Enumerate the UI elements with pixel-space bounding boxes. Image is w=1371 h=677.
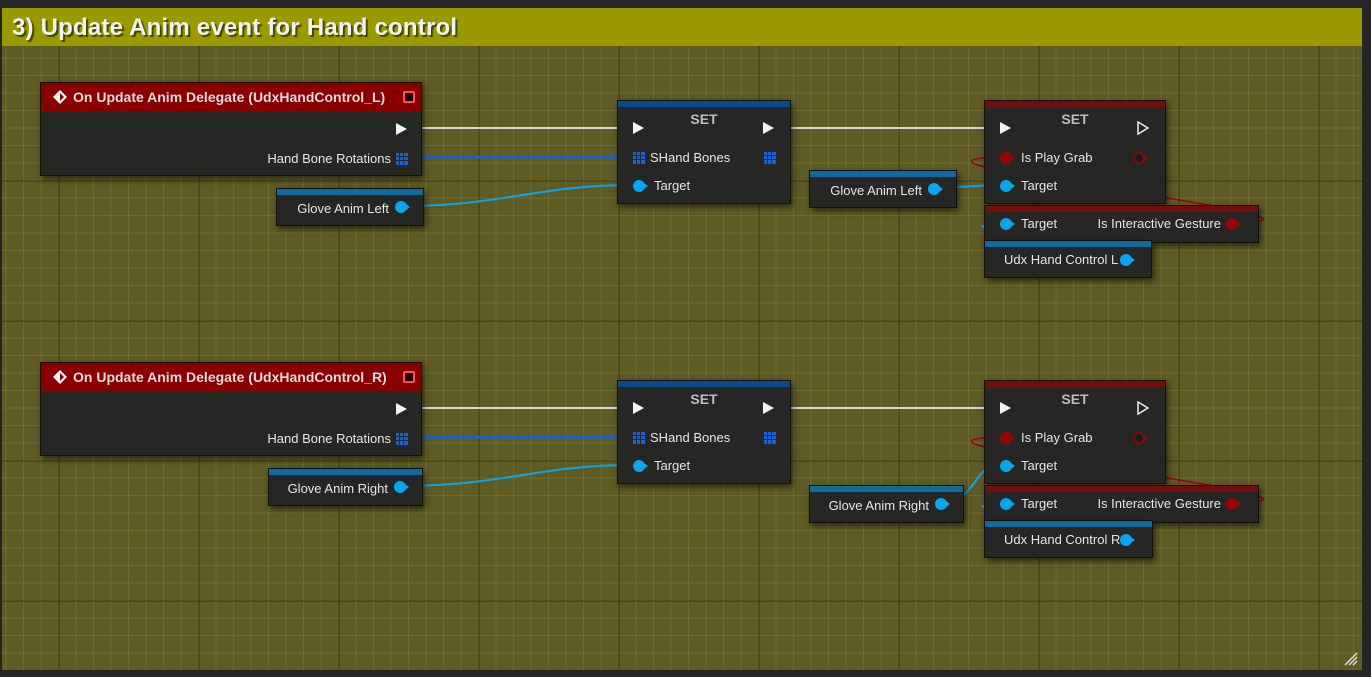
hand-bone-rotations-pin[interactable] bbox=[396, 153, 408, 165]
shand-bones-in-pin[interactable] bbox=[633, 432, 645, 444]
target-in-pin[interactable] bbox=[1000, 218, 1015, 230]
target-label: Target bbox=[654, 178, 691, 193]
glove-anim-out-pin[interactable] bbox=[928, 183, 943, 195]
variable-bar bbox=[985, 521, 1152, 527]
event-node-header[interactable]: On Update Anim Delegate (UdxHandControl_… bbox=[41, 83, 421, 111]
is-play-grab-in-pin[interactable] bbox=[1000, 152, 1015, 164]
glove-anim-label: Glove Anim Left bbox=[297, 201, 389, 216]
is-play-grab-out-pin[interactable] bbox=[1133, 152, 1148, 164]
exec-in-pin[interactable] bbox=[633, 402, 644, 414]
set-is-play-grab-node[interactable]: SET Is Play Grab Target bbox=[984, 100, 1166, 204]
set-node-bar bbox=[618, 101, 790, 107]
set-hand-bones-node[interactable]: SET SHand Bones Target bbox=[617, 100, 791, 204]
target-in-pin[interactable] bbox=[1000, 460, 1015, 472]
target-label: Target bbox=[1021, 458, 1058, 473]
target-in-pin[interactable] bbox=[633, 460, 648, 472]
shand-bones-in-pin[interactable] bbox=[633, 152, 645, 164]
exec-in-pin[interactable] bbox=[633, 122, 644, 134]
set-is-play-grab-node[interactable]: SET Is Play Grab Target bbox=[984, 380, 1166, 484]
variable-bar bbox=[277, 189, 423, 195]
udx-hand-control-var-node[interactable]: Udx Hand Control L bbox=[984, 240, 1152, 278]
is-interactive-gesture-node[interactable]: Target Is Interactive Gesture bbox=[984, 485, 1259, 523]
getter-bar bbox=[985, 486, 1258, 492]
is-interactive-gesture-label: Is Interactive Gesture bbox=[1097, 216, 1221, 231]
target-label: Target bbox=[654, 458, 691, 473]
event-node-title: On Update Anim Delegate (UdxHandControl_… bbox=[73, 89, 386, 105]
udx-hand-control-out-pin[interactable] bbox=[1120, 254, 1135, 266]
udx-hand-control-label: Udx Hand Control R bbox=[1004, 532, 1121, 547]
is-play-grab-label: Is Play Grab bbox=[1021, 150, 1093, 165]
is-interactive-gesture-node[interactable]: Target Is Interactive Gesture bbox=[984, 205, 1259, 243]
getter-bar bbox=[985, 206, 1258, 212]
set-node-bar bbox=[985, 101, 1165, 107]
hand-bone-rotations-label: Hand Bone Rotations bbox=[267, 151, 391, 166]
exec-out-pin[interactable] bbox=[396, 403, 407, 415]
is-play-grab-in-pin[interactable] bbox=[1000, 432, 1015, 444]
event-diamond-icon bbox=[53, 370, 67, 384]
glove-anim-out-pin[interactable] bbox=[395, 201, 410, 213]
exec-in-pin[interactable] bbox=[1000, 122, 1011, 134]
event-node[interactable]: On Update Anim Delegate (UdxHandControl_… bbox=[40, 362, 422, 456]
target-label: Target bbox=[1021, 496, 1058, 511]
glove-anim-label: Glove Anim Right bbox=[287, 481, 388, 496]
udx-hand-control-var-node[interactable]: Udx Hand Control R bbox=[984, 520, 1153, 558]
glove-anim-label: Glove Anim Right bbox=[828, 498, 929, 513]
event-diamond-icon bbox=[53, 90, 67, 104]
variable-bar bbox=[810, 486, 963, 492]
target-in-pin[interactable] bbox=[1000, 498, 1015, 510]
delegate-stop-icon[interactable] bbox=[403, 371, 415, 383]
exec-out-pin[interactable] bbox=[763, 122, 774, 134]
event-node-header[interactable]: On Update Anim Delegate (UdxHandControl_… bbox=[41, 363, 421, 391]
is-play-grab-out-pin[interactable] bbox=[1133, 432, 1148, 444]
event-node-title: On Update Anim Delegate (UdxHandControl_… bbox=[73, 369, 387, 385]
exec-in-pin[interactable] bbox=[1000, 402, 1011, 414]
set-node-bar bbox=[985, 381, 1165, 387]
hand-bone-rotations-label: Hand Bone Rotations bbox=[267, 431, 391, 446]
variable-bar bbox=[269, 469, 422, 475]
shand-bones-out-pin[interactable] bbox=[764, 432, 776, 444]
glove-anim-var-node-2[interactable]: Glove Anim Left bbox=[809, 170, 957, 208]
udx-hand-control-label: Udx Hand Control L bbox=[1004, 252, 1119, 267]
set-node-title: SET bbox=[1061, 391, 1089, 407]
target-label: Target bbox=[1021, 178, 1058, 193]
target-label: Target bbox=[1021, 216, 1058, 231]
variable-bar bbox=[810, 171, 956, 177]
comment-header[interactable]: 3) Update Anim event for Hand control bbox=[2, 8, 1362, 46]
glove-anim-out-pin[interactable] bbox=[394, 481, 409, 493]
glove-anim-var-node[interactable]: Glove Anim Right bbox=[268, 468, 423, 506]
glove-anim-out-pin[interactable] bbox=[935, 498, 950, 510]
set-node-title: SET bbox=[690, 391, 718, 407]
variable-bar bbox=[985, 241, 1151, 247]
shand-bones-out-pin[interactable] bbox=[764, 152, 776, 164]
shand-bones-label: SHand Bones bbox=[650, 430, 731, 445]
is-interactive-gesture-out-pin[interactable] bbox=[1226, 218, 1241, 230]
hand-bone-rotations-pin[interactable] bbox=[396, 433, 408, 445]
glove-anim-label: Glove Anim Left bbox=[830, 183, 922, 198]
target-in-pin[interactable] bbox=[633, 180, 648, 192]
is-interactive-gesture-out-pin[interactable] bbox=[1226, 498, 1241, 510]
udx-hand-control-out-pin[interactable] bbox=[1120, 534, 1135, 546]
exec-out-pin-unconnected[interactable] bbox=[1137, 121, 1149, 135]
is-interactive-gesture-label: Is Interactive Gesture bbox=[1097, 496, 1221, 511]
exec-out-pin-unconnected[interactable] bbox=[1137, 401, 1149, 415]
event-node[interactable]: On Update Anim Delegate (UdxHandControl_… bbox=[40, 82, 422, 176]
exec-out-pin[interactable] bbox=[396, 123, 407, 135]
delegate-stop-icon[interactable] bbox=[403, 91, 415, 103]
exec-out-pin[interactable] bbox=[763, 402, 774, 414]
set-hand-bones-node[interactable]: SET SHand Bones Target bbox=[617, 380, 791, 484]
set-node-title: SET bbox=[690, 111, 718, 127]
comment-title: 3) Update Anim event for Hand control bbox=[12, 14, 458, 41]
shand-bones-label: SHand Bones bbox=[650, 150, 731, 165]
glove-anim-var-node-2[interactable]: Glove Anim Right bbox=[809, 485, 964, 523]
set-node-title: SET bbox=[1061, 111, 1089, 127]
set-node-bar bbox=[618, 381, 790, 387]
resize-handle-icon[interactable] bbox=[1342, 650, 1358, 666]
glove-anim-var-node[interactable]: Glove Anim Left bbox=[276, 188, 424, 226]
target-in-pin[interactable] bbox=[1000, 180, 1015, 192]
is-play-grab-label: Is Play Grab bbox=[1021, 430, 1093, 445]
